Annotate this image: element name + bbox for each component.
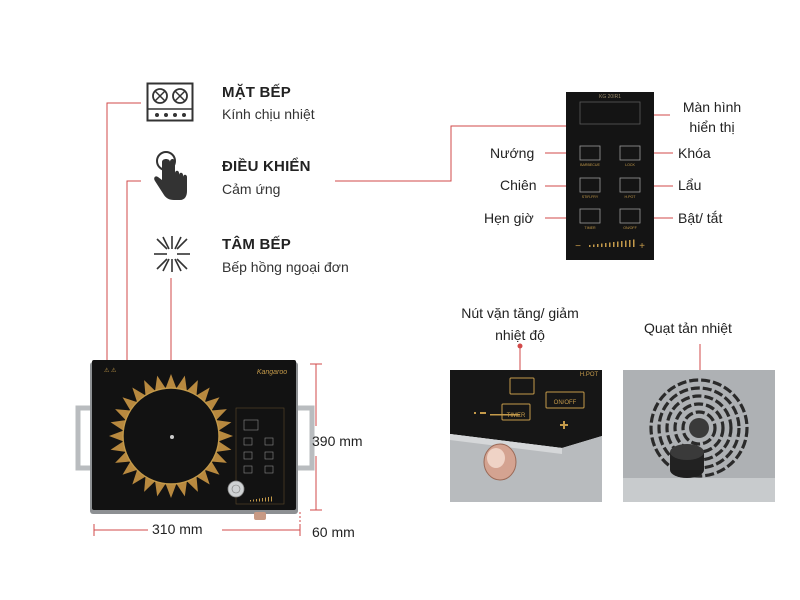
photo-btn-text: ON/OFF xyxy=(554,400,577,406)
feature-subtitle: Cảm ứng xyxy=(222,181,281,197)
label-timer: Hẹn giờ xyxy=(484,210,534,226)
fan-grille xyxy=(649,378,749,478)
control-panel-image: KG 20IR1 BARBECUE LOCK STIR-FRY H.POT TI… xyxy=(566,92,654,260)
label-hotpot: Lẩu xyxy=(678,177,702,193)
feature-burner: TÂM BẾP Bếp hồng ngoại đơn xyxy=(146,230,406,280)
panel-model-text: KG 20IR1 xyxy=(599,94,621,100)
minus-sign: − xyxy=(575,241,581,252)
label-grill: Nướng xyxy=(490,145,535,161)
svg-text:⚠ ⚠: ⚠ ⚠ xyxy=(104,367,117,374)
control-panel-diagram: KG 20IR1 BARBECUE LOCK STIR-FRY H.POT TI… xyxy=(566,92,654,260)
plus-sign: + xyxy=(639,241,645,252)
feature-stove-top: MẶT BẾP Kính chịu nhiệt xyxy=(146,82,406,126)
knob-label: Nút vặn tăng/ giảm nhiệt độ xyxy=(440,302,600,346)
fan-grille-ring xyxy=(649,378,749,478)
panel-btn-text: H.POT xyxy=(625,195,637,199)
fan-label: Quạt tản nhiệt xyxy=(644,320,732,336)
fan-photo xyxy=(623,370,775,502)
photo-btn-text: H.POT xyxy=(580,372,599,378)
knob-photo: H.POT TIMER ON/OFF xyxy=(450,370,602,502)
touch-hand-icon xyxy=(154,151,187,200)
knob-photo-image: H.POT TIMER ON/OFF xyxy=(450,370,602,502)
stove-image: Kangaroo ⚠ ⚠ xyxy=(75,360,315,520)
knob-label-line: nhiệt độ xyxy=(495,327,545,343)
feature-title: MẶT BẾP xyxy=(222,84,291,101)
depth-dimension: 390 mm xyxy=(312,433,363,449)
panel-btn-text: BARBECUE xyxy=(580,163,600,167)
display-label: Màn hình hiển thị xyxy=(672,97,752,137)
panel-btn-text: STIR-FRY xyxy=(582,195,599,199)
label-power: Bật/ tắt xyxy=(678,210,723,226)
feature-title: ĐIỀU KHIỂN xyxy=(222,158,311,175)
feature-subtitle: Bếp hồng ngoại đơn xyxy=(222,259,349,275)
stove-brand: Kangaroo xyxy=(257,369,287,376)
stove-top-icon xyxy=(146,82,194,122)
level-bar xyxy=(589,239,635,247)
label-lock: Khóa xyxy=(678,145,711,161)
panel-btn-text: ON/OFF xyxy=(623,226,637,230)
feature-title: TÂM BẾP xyxy=(222,236,291,253)
stove-diagram: Kangaroo ⚠ ⚠ xyxy=(70,358,320,526)
photo-btn-text: TIMER xyxy=(507,413,526,419)
fan-photo-image xyxy=(623,370,775,502)
panel-btn-text: LOCK xyxy=(625,163,635,167)
width-dimension: 310 mm xyxy=(152,521,203,537)
display-label-line: Màn hình xyxy=(682,99,742,115)
infrared-burst-icon xyxy=(154,236,190,272)
knob-label-line: Nút vặn tăng/ giảm xyxy=(461,305,579,321)
feature-subtitle: Kính chịu nhiệt xyxy=(222,106,315,122)
label-fry: Chiên xyxy=(500,177,537,193)
height-dimension: 60 mm xyxy=(312,524,355,540)
display-label-line: hiển thị xyxy=(689,119,735,135)
fan-grille-ring xyxy=(681,410,717,446)
panel-btn-text: TIMER xyxy=(584,226,596,230)
feature-control: ĐIỀU KHIỂN Cảm ứng xyxy=(146,150,406,206)
